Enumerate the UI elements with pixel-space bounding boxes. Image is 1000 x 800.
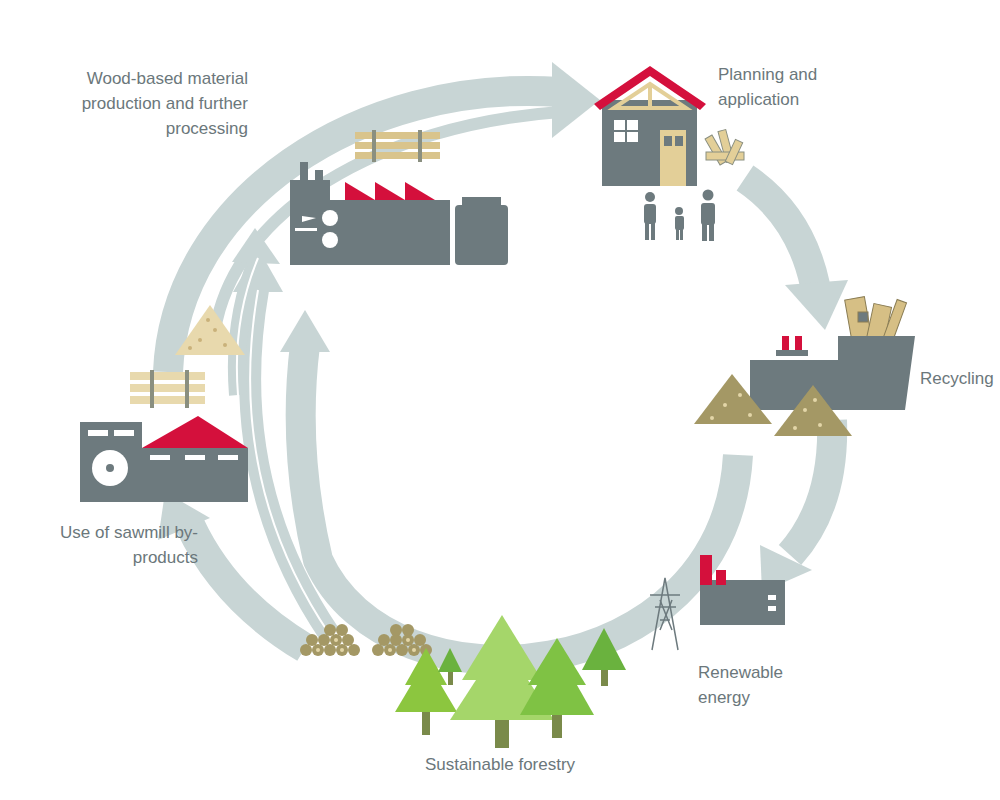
stage-label: Sustainable forestry (380, 752, 620, 777)
stage-label: Renewable energy (698, 660, 818, 710)
stage-label: Recycling (920, 366, 996, 391)
stage-label: Wood-based material production and furth… (40, 66, 248, 141)
stage-label: Use of sawmill by-products (36, 520, 198, 570)
stage-label: Planning and application (718, 62, 858, 112)
